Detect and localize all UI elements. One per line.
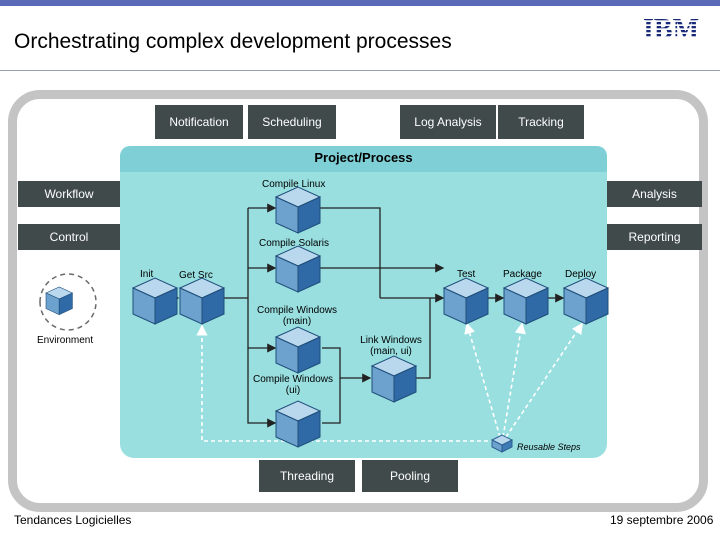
link-windows-cube — [371, 355, 417, 403]
reusable-to-test — [464, 322, 501, 438]
edge-windows-ui-to-link — [322, 378, 341, 424]
project-process-label: Project/Process — [314, 150, 413, 165]
package-cube — [503, 277, 549, 325]
ibm-logo: IBM — [643, 14, 699, 42]
analysis-box: Analysis — [607, 181, 702, 207]
compile-linux-label: Compile Linux — [262, 179, 326, 190]
deploy-label: Deploy — [565, 269, 597, 280]
compile-windows-ui-label: Compile Windows (ui) — [252, 374, 334, 396]
get-src-cube — [179, 277, 225, 325]
log-analysis-box: Log Analysis — [400, 105, 496, 139]
init-cube — [132, 277, 178, 325]
reusable-steps-label: Reusable Steps — [517, 442, 581, 452]
tracking-box: Tracking — [498, 105, 584, 139]
environment-cube — [45, 286, 73, 315]
compile-solaris-cube — [275, 245, 321, 293]
notification-box: Notification — [155, 105, 243, 139]
slide-title: Orchestrating complex development proces… — [14, 30, 452, 53]
edge-windows-main-to-link — [322, 347, 372, 383]
test-cube — [443, 277, 489, 325]
compile-windows-main-cube — [275, 326, 321, 374]
top-accent-bar — [0, 0, 720, 6]
init-label: Init — [140, 269, 154, 280]
workflow-box: Workflow — [18, 181, 120, 207]
compile-solaris-label: Compile Solaris — [259, 238, 330, 249]
threading-box: Threading — [259, 460, 355, 492]
edge-to-compile-windows-ui — [247, 348, 277, 428]
control-box: Control — [18, 224, 120, 250]
reusable-to-deploy — [505, 322, 583, 438]
link-windows-label: Link Windows (main, ui) — [360, 335, 422, 357]
footer-right: 19 septembre 2006 — [610, 513, 714, 527]
deploy-cube — [563, 277, 609, 325]
reusable-to-package — [502, 322, 526, 438]
scheduling-box: Scheduling — [248, 105, 336, 139]
ibm-logo-text: IBM — [643, 14, 699, 42]
pooling-box: Pooling — [362, 460, 458, 492]
environment-dashed-ring — [39, 273, 97, 331]
compile-linux-cube — [275, 186, 321, 234]
reusable-steps-chip — [490, 434, 514, 453]
compile-windows-ui-cube — [275, 400, 321, 448]
title-divider — [0, 70, 720, 71]
reporting-box: Reporting — [607, 224, 702, 250]
environment-label: Environment — [37, 335, 94, 346]
footer-left: Tendances Logicielles — [14, 513, 132, 527]
edge-link-to-test — [416, 298, 431, 379]
project-process-header — [120, 146, 607, 172]
package-label: Package — [503, 269, 542, 280]
test-label: Test — [457, 269, 476, 280]
compile-windows-main-label: Compile Windows (main) — [256, 305, 338, 327]
get-src-label: Get Src — [179, 270, 213, 281]
